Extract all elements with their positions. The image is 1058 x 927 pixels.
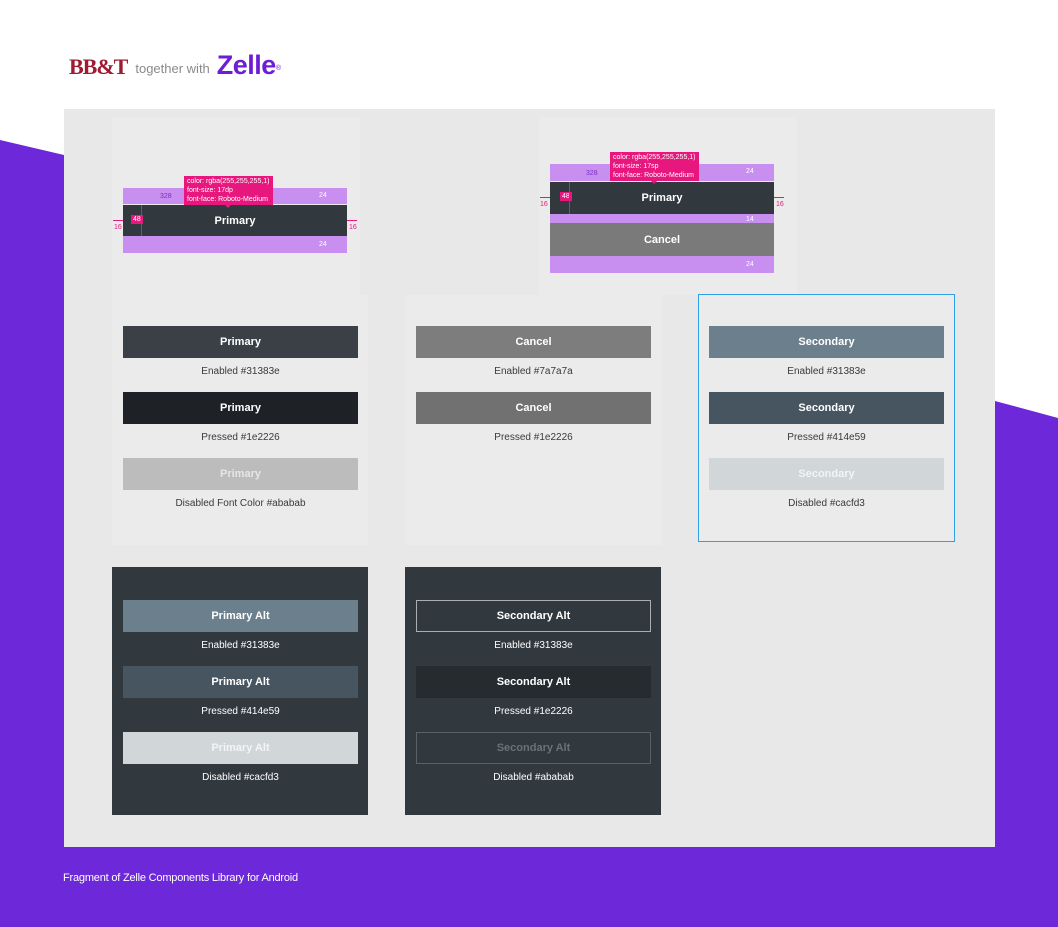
spec-width-label: 328	[160, 193, 172, 200]
state-caption: Enabled #31383e	[494, 640, 573, 651]
primary-alt-button[interactable]: Primary Alt	[123, 600, 358, 632]
spec-side-right-label: 16	[349, 224, 357, 231]
spec-gap	[550, 214, 774, 223]
spec-height-label: 48	[560, 192, 572, 201]
tooltip-line-color: color: rgba(255,255,255,1)	[187, 178, 270, 185]
primary-alt-button[interactable]: Primary Alt	[123, 732, 358, 764]
state-caption: Pressed #414e59	[787, 432, 866, 443]
spec-primary-button: Primary	[123, 205, 347, 236]
spec-cancel-button: Cancel	[550, 223, 774, 256]
secondary-alt-button[interactable]: Secondary Alt	[416, 666, 651, 698]
state-caption: Enabled #31383e	[201, 640, 280, 651]
state-caption: Disabled #cacfd3	[788, 498, 865, 509]
secondary-button[interactable]: Secondary	[709, 392, 944, 424]
spec-padding-bottom	[550, 256, 774, 273]
spec-pad-top-label: 24	[746, 168, 754, 175]
state-caption: Disabled Font Color #ababab	[175, 498, 306, 509]
spec-pad-bottom-label: 24	[746, 261, 754, 268]
tooltip-line-face: font-face: Roboto-Medium	[187, 196, 268, 203]
spec-width-label: 328	[586, 170, 598, 177]
spec-height-line	[569, 182, 570, 214]
components-canvas: 328 24 Primary 48 16 16 24 color: rgba(2…	[64, 109, 995, 847]
state-caption: Enabled #31383e	[201, 366, 280, 377]
spec-side-left-label: 16	[114, 224, 122, 231]
spec-padding-bottom	[123, 236, 347, 253]
spec-side-left-line	[113, 220, 123, 221]
spec-side-left-line	[540, 197, 550, 198]
spec-pad-bottom-label: 24	[319, 241, 327, 248]
primary-button[interactable]: Primary	[123, 392, 358, 424]
spec-side-right-line	[347, 220, 357, 221]
zelle-wordmark: Zelle	[216, 50, 277, 80]
spec-side-left-label: 16	[540, 201, 548, 208]
tooltip-line-face: font-face: Roboto-Medium	[613, 172, 694, 179]
state-caption: Disabled #cacfd3	[202, 772, 279, 783]
tooltip-line-size: font-size: 17sp	[613, 163, 659, 170]
spec-font-tooltip: color: rgba(255,255,255,1) font-size: 17…	[184, 176, 273, 208]
state-caption: Disabled #ababab	[493, 772, 574, 783]
secondary-alt-button[interactable]: Secondary Alt	[416, 600, 651, 632]
footer-caption: Fragment of Zelle Components Library for…	[63, 872, 298, 884]
primary-button[interactable]: Primary	[123, 326, 358, 358]
state-caption: Enabled #7a7a7a	[494, 366, 573, 377]
spec-side-right-label: 16	[776, 201, 784, 208]
together-with-text: together with	[135, 61, 210, 76]
brand-logo: BB&T together with Zelle®	[69, 46, 281, 80]
bbt-logo: BB&T	[69, 54, 128, 79]
primary-button[interactable]: Primary	[123, 458, 358, 490]
cancel-button[interactable]: Cancel	[416, 326, 651, 358]
zelle-logo: Zelle®	[217, 50, 281, 80]
secondary-button[interactable]: Secondary	[709, 326, 944, 358]
spec-single-button: 328 24 Primary 48 16 16 24 color: rgba(2…	[112, 169, 362, 259]
state-caption: Pressed #1e2226	[494, 706, 573, 717]
tooltip-line-size: font-size: 17dp	[187, 187, 233, 194]
spec-height-line	[141, 205, 142, 236]
state-caption: Pressed #1e2226	[201, 432, 280, 443]
secondary-button[interactable]: Secondary	[709, 458, 944, 490]
spec-side-right-line	[774, 197, 784, 198]
state-caption: Pressed #414e59	[201, 706, 280, 717]
tooltip-line-color: color: rgba(255,255,255,1)	[613, 154, 696, 161]
primary-alt-button[interactable]: Primary Alt	[123, 666, 358, 698]
spec-primary-button: Primary	[550, 182, 774, 214]
spec-pad-top-label: 24	[319, 192, 327, 199]
spec-gap-label: 14	[746, 216, 754, 223]
registered-mark: ®	[275, 65, 281, 72]
spec-double-button: 328 24 Primary 48 16 16 14 Cancel 24 col…	[538, 145, 798, 280]
state-caption: Enabled #31383e	[787, 366, 866, 377]
cancel-button[interactable]: Cancel	[416, 392, 651, 424]
secondary-alt-button[interactable]: Secondary Alt	[416, 732, 651, 764]
spec-height-label: 48	[131, 215, 143, 224]
state-caption: Pressed #1e2226	[494, 432, 573, 443]
spec-font-tooltip: color: rgba(255,255,255,1) font-size: 17…	[610, 152, 699, 184]
